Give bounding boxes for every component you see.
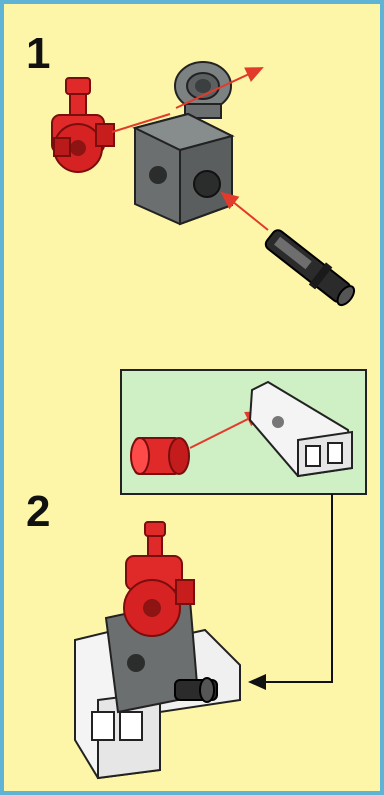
black-axle-pin-icon bbox=[262, 225, 360, 310]
red-connector-icon bbox=[52, 78, 114, 172]
grey-block-icon bbox=[135, 114, 232, 224]
assembled-module-icon bbox=[75, 522, 240, 778]
grey-bearing-plate-icon bbox=[175, 62, 231, 118]
red-bush-icon bbox=[131, 438, 189, 474]
